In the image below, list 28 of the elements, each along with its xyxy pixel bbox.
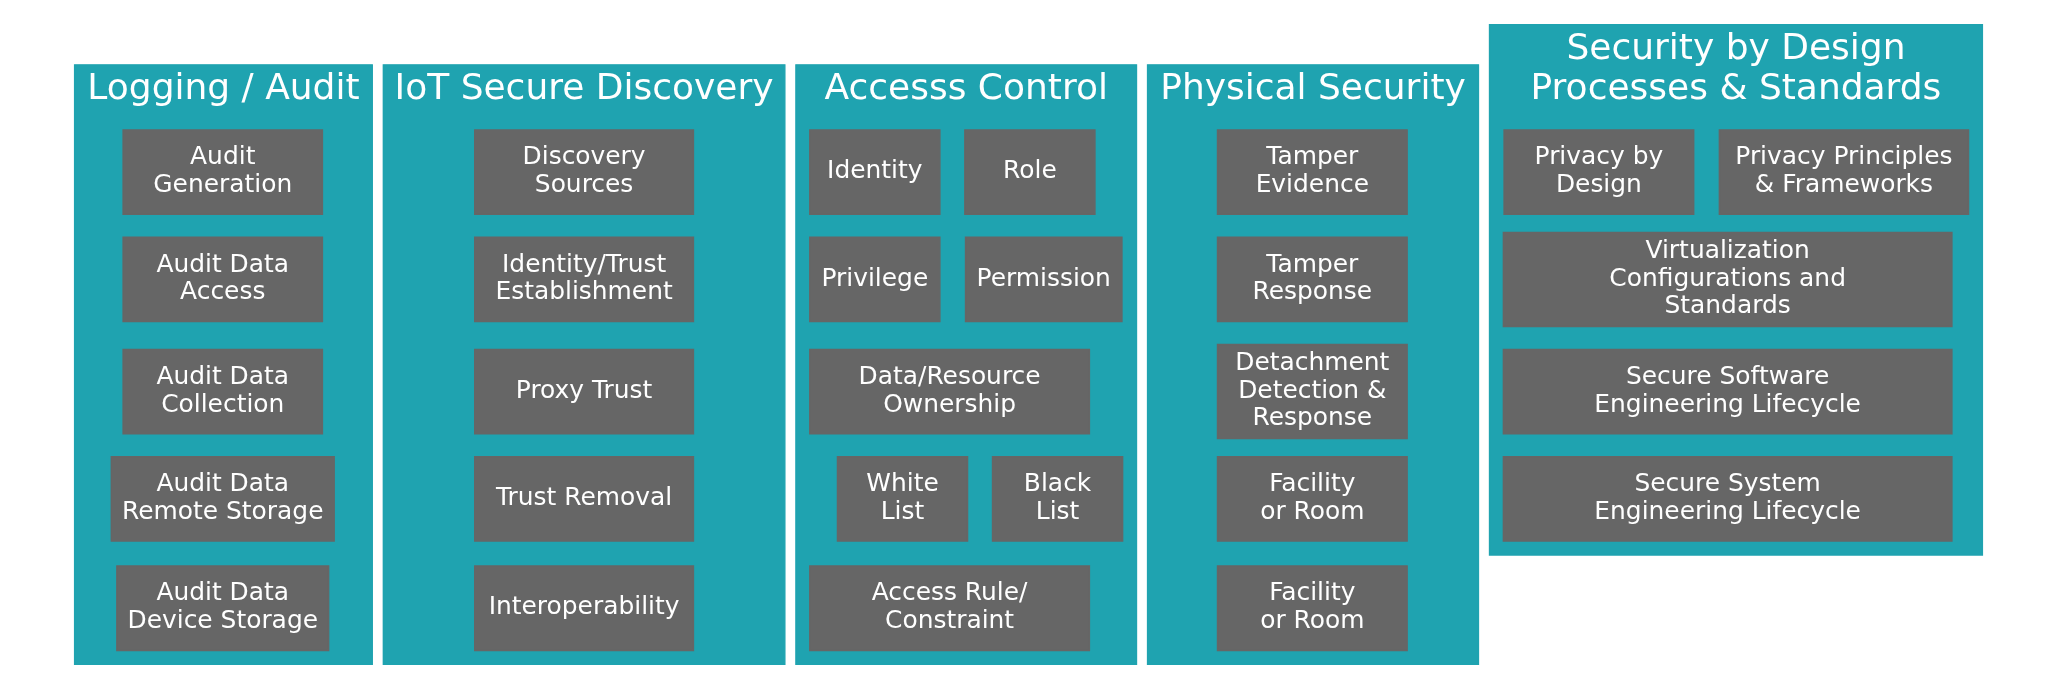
- node-box: Audit Data Access: [122, 236, 324, 323]
- node-box: Data/Resource Ownership: [809, 348, 1091, 435]
- node-box: Trust Removal: [474, 455, 695, 542]
- node-box: Permission: [964, 236, 1123, 323]
- node-box: Audit Data Device Storage: [116, 565, 330, 652]
- node-box: Audit Data Remote Storage: [110, 455, 335, 542]
- node-box: White List: [836, 455, 969, 542]
- node-box: Secure Software Engineering Lifecycle: [1502, 348, 1953, 435]
- node-box: Audit Generation: [122, 129, 324, 216]
- node-box: Identity: [809, 129, 941, 216]
- node-box: Audit Data Collection: [122, 348, 324, 435]
- node-box: Facility or Room: [1216, 565, 1408, 652]
- node-box: Virtualization Configurations and Standards: [1502, 231, 1953, 328]
- node-box: Detachment Detection & Response: [1216, 343, 1408, 440]
- node-box: Black List: [991, 455, 1124, 542]
- node-box: Tamper Response: [1216, 236, 1408, 323]
- node-box: Privacy Principles & Frameworks: [1718, 129, 1970, 216]
- node-box: Tamper Evidence: [1216, 129, 1408, 216]
- node-box: Discovery Sources: [474, 129, 695, 216]
- node-box: Interoperability: [474, 565, 695, 652]
- node-box: Privacy by Design: [1503, 129, 1695, 216]
- node-box: Access Rule/ Constraint: [809, 565, 1091, 652]
- node-box: Facility or Room: [1216, 455, 1408, 542]
- node-box: Secure System Engineering Lifecycle: [1502, 455, 1953, 542]
- node-box: Privilege: [809, 236, 941, 323]
- node-box: Identity/Trust Establishment: [474, 236, 695, 323]
- node-box: Proxy Trust: [474, 348, 695, 435]
- node-box: Role: [964, 129, 1096, 216]
